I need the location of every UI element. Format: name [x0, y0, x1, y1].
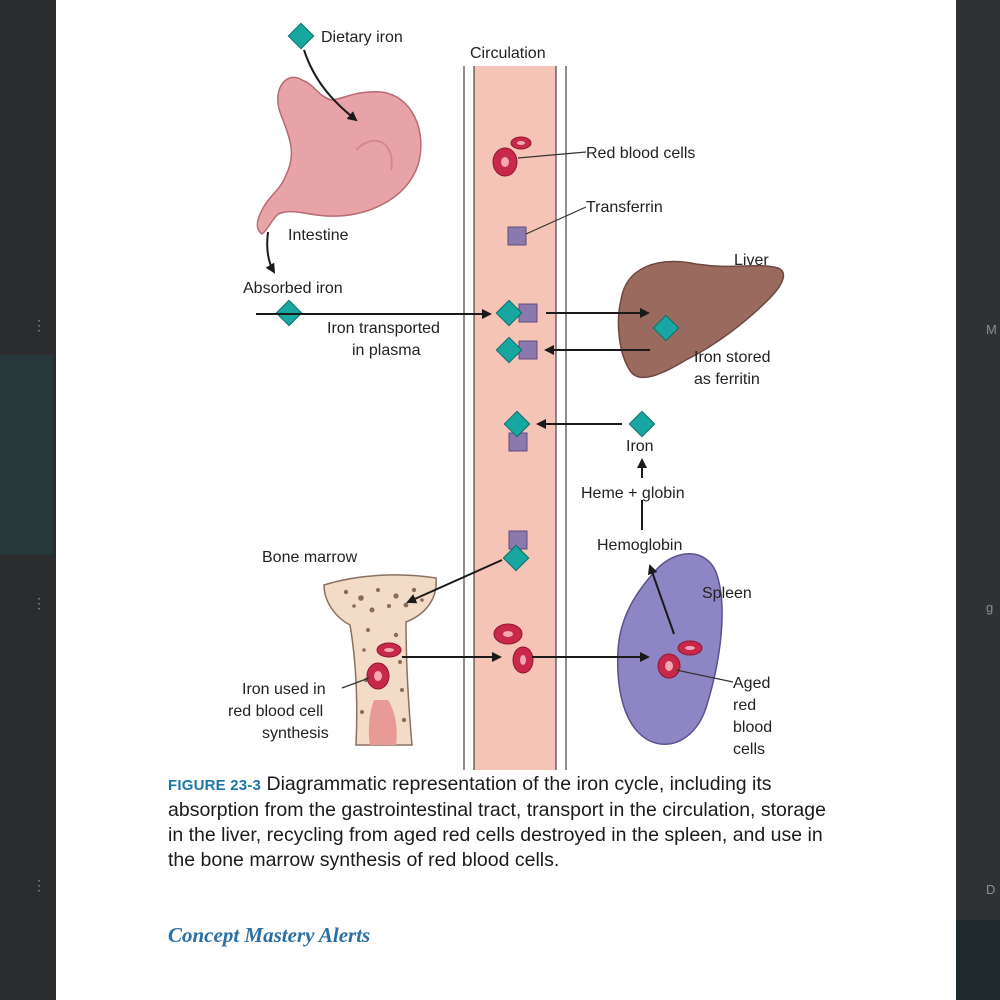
label-iron-stored: Iron stored	[694, 349, 770, 366]
bone-marrow-illustration	[323, 574, 437, 746]
label-iron-stored-2: as ferritin	[694, 371, 760, 388]
liver-illustration	[617, 260, 785, 379]
more-options-icon[interactable]: ⋮	[32, 595, 46, 611]
right-sidebar-text: g	[986, 600, 994, 615]
section-heading: Concept Mastery Alerts	[168, 923, 371, 947]
transferrin-squares	[507, 226, 538, 550]
spleen-illustration	[616, 553, 723, 745]
flow-arrows	[256, 49, 675, 662]
document-page: Dietary iron Circulation Red blood cells…	[56, 0, 956, 1000]
label-iron-used-3: synthesis	[262, 725, 329, 742]
label-hemoglobin: Hemoglobin	[597, 537, 682, 554]
label-liver: Liver	[734, 252, 769, 269]
left-sidebar: ⋮ ⋮ ⋮	[0, 0, 56, 1000]
label-aged-red-blood-cells-3: blood	[733, 719, 772, 736]
right-sidebar-text: M	[986, 322, 997, 337]
label-spleen: Spleen	[702, 585, 752, 602]
right-sidebar: M g D	[956, 0, 1000, 1000]
label-transferrin: Transferrin	[586, 199, 663, 216]
label-circulation: Circulation	[470, 45, 546, 62]
label-iron-used: Iron used in	[242, 681, 326, 698]
label-iron-used-2: red blood cell	[228, 703, 323, 720]
leader-lines	[341, 151, 734, 689]
more-options-icon[interactable]: ⋮	[32, 877, 46, 893]
label-bone-marrow: Bone marrow	[262, 549, 358, 566]
right-sidebar-footer	[956, 920, 1000, 1000]
figure-caption-text: Diagrammatic representation of the iron …	[168, 773, 826, 871]
label-heme-globin: Heme + globin	[581, 485, 685, 502]
label-red-blood-cells: Red blood cells	[586, 145, 695, 162]
stomach-illustration	[256, 76, 422, 235]
label-aged-red-blood-cells: Aged	[733, 675, 770, 692]
more-options-icon[interactable]: ⋮	[32, 317, 46, 333]
iron-cycle-diagram: Dietary iron Circulation Red blood cells…	[228, 22, 785, 770]
label-iron-transported: Iron transported	[327, 320, 440, 337]
figure-caption: FIGURE 23-3 Diagrammatic representation …	[168, 772, 828, 873]
label-intestine: Intestine	[288, 227, 349, 244]
left-sidebar-highlight	[0, 355, 53, 555]
label-iron-transported-2: in plasma	[352, 342, 421, 359]
label-dietary-iron: Dietary iron	[321, 29, 403, 46]
label-aged-red-blood-cells-4: cells	[733, 741, 765, 758]
label-absorbed-iron: Absorbed iron	[243, 280, 343, 297]
diagram-labels: Dietary iron Circulation Red blood cells…	[228, 29, 772, 758]
right-sidebar-text: D	[986, 882, 996, 897]
figure-number: FIGURE 23-3	[168, 777, 262, 794]
label-aged-red-blood-cells-2: red	[733, 697, 756, 714]
label-iron: Iron	[626, 438, 654, 455]
